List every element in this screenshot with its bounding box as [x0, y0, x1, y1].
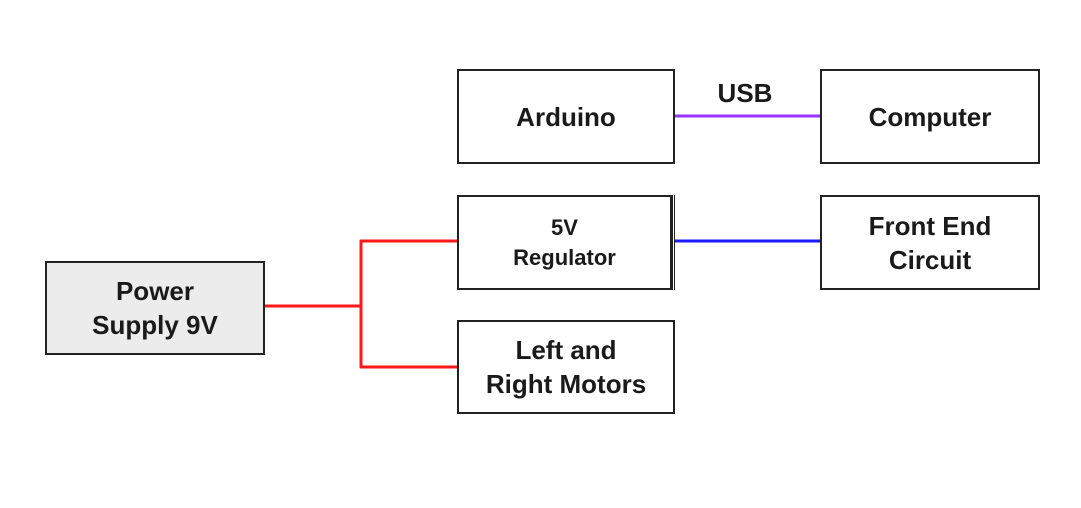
front-end-label-line-2: Circuit	[888, 244, 972, 275]
arduino-block: Arduino	[457, 69, 675, 164]
arduino-label-line: Arduino	[516, 101, 616, 132]
regulator-label-line-1: 5V	[551, 214, 578, 240]
motors-label-line-2: Right Motors	[485, 369, 647, 399]
regulator-label: 5V Regulator	[513, 213, 616, 273]
motors-block: Left and Right Motors	[457, 320, 675, 414]
usb-connection-label: USB	[717, 78, 773, 108]
front-end-label: Front End Circuit	[869, 209, 992, 277]
regulator-double-edge	[672, 195, 675, 290]
power-supply-label-line-1: Power	[115, 276, 194, 306]
voltage-regulator-block: 5V Regulator	[457, 195, 675, 290]
motors-label-line-1: Left and	[515, 335, 617, 365]
front-end-circuit-block: Front End Circuit	[820, 195, 1040, 290]
computer-block: Computer	[820, 69, 1040, 164]
power-supply-block: Power Supply 9V	[45, 261, 265, 355]
power-supply-label-line-2: Supply 9V	[92, 310, 218, 340]
front-end-label-line-1: Front End	[868, 210, 992, 241]
motors-label: Left and Right Motors	[486, 333, 646, 401]
computer-label: Computer	[869, 100, 992, 134]
power-supply-label: Power Supply 9V	[92, 274, 218, 342]
regulator-label-line-2: Regulator	[513, 244, 616, 270]
computer-label-line: Computer	[868, 101, 992, 132]
arduino-label: Arduino	[516, 100, 616, 134]
